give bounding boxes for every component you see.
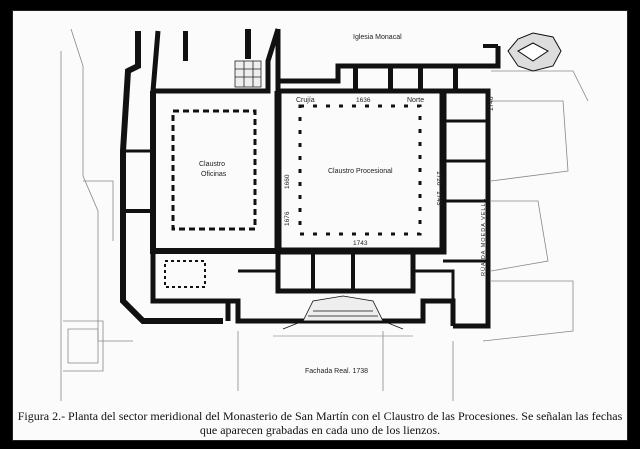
small-courtyard	[164, 260, 206, 288]
label-claustro-procesional: Claustro Procesional	[328, 168, 393, 175]
figure-frame: Iglesia Monacal Crujía 1636 Norte Claust…	[12, 10, 628, 441]
street-lines	[60, 28, 589, 401]
walls	[120, 28, 501, 329]
label-crujia: Crujía	[296, 97, 315, 104]
figure-caption: Figura 2.- Planta del sector meridional …	[13, 409, 627, 437]
label-rua: RÚA DA MOEDA VELLA	[480, 198, 487, 276]
label-claustro-oficinas-2: Oficinas	[201, 171, 227, 178]
caption-line-1: Figura 2.- Planta del sector meridional …	[17, 409, 623, 423]
date-west-lower: 1676	[284, 211, 291, 226]
floor-plan: Iglesia Monacal Crujía 1636 Norte Claust…	[60, 28, 589, 401]
date-east-upper: 1720	[435, 171, 442, 186]
main-staircase	[273, 295, 413, 337]
church-buttresses	[183, 29, 458, 91]
caption-line-2: que aparecen grabadas en cada uno de los…	[199, 423, 441, 437]
date-far-east: 1740	[488, 96, 495, 111]
date-east-lower: 1743	[435, 191, 442, 206]
date-bottom: 1743	[353, 240, 368, 247]
apse	[507, 32, 562, 72]
label-fachada: Fachada Real. 1738	[305, 368, 368, 375]
date-west-upper: 1660	[284, 174, 291, 189]
stair-block	[234, 60, 262, 88]
claustro-procesional-outline	[298, 104, 422, 236]
date-top: 1636	[356, 97, 371, 104]
claustro-oficinas-outline	[171, 109, 257, 231]
label-claustro-oficinas-1: Claustro	[199, 161, 225, 168]
label-norte: Norte	[407, 97, 424, 104]
label-iglesia: Iglesia Monacal	[353, 34, 402, 41]
